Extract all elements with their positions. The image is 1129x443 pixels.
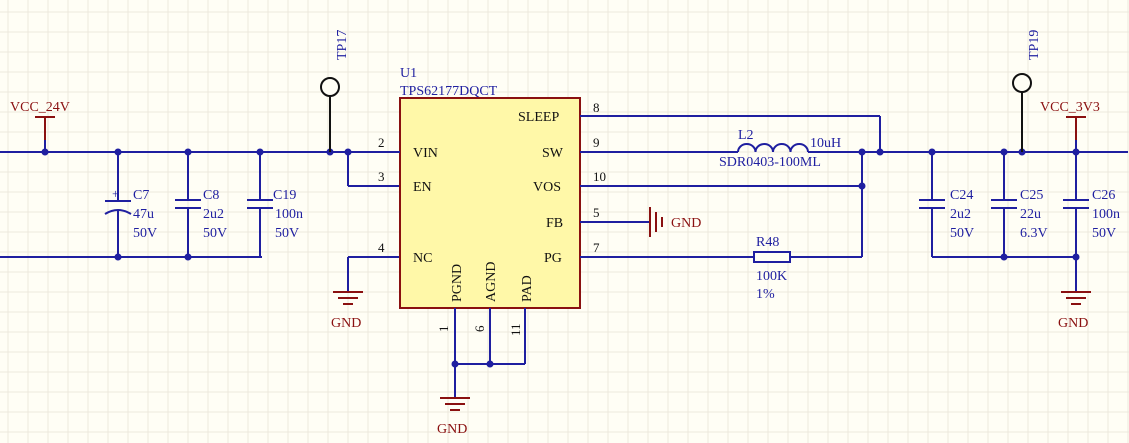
c26-ref: C26 [1092,188,1115,203]
inductor-l2[interactable]: L2 10uH SDR0403-100ML [719,128,841,170]
ic-part-number: TPS62177DQCT [400,84,498,99]
pin-5-num: 5 [593,205,600,220]
pin-3-num: 3 [378,169,385,184]
pin-nc-name: NC [413,251,432,266]
gnd-label-ic: GND [437,422,467,437]
tp17-label: TP17 [335,30,350,60]
pin-1-num: 1 [436,326,451,333]
ground-symbol-nc: GND [331,291,363,331]
c24-value: 2u2 [950,207,971,222]
resistor-r48[interactable]: R48 100K 1% [753,235,791,302]
output-wires [580,115,1128,292]
c7-rating: 50V [133,226,157,241]
c8-ref: C8 [203,188,219,203]
c24-ref: C24 [950,188,973,203]
l2-part: SDR0403-100ML [719,155,821,170]
l2-value: 10uH [810,136,841,151]
output-junctions [858,148,1080,261]
input-wires [0,140,400,292]
c7-ref: C7 [133,188,149,203]
c19-value: 100n [275,207,303,222]
capacitor-c8[interactable]: C8 2u2 50V [175,152,227,257]
pin-pg-name: PG [544,251,562,266]
pin-8-num: 8 [593,100,600,115]
pin-9-num: 9 [593,135,600,150]
output-power-port: VCC_3V3 [1040,100,1100,140]
pin-sw-name: SW [542,146,564,161]
tp19-label: TP19 [1027,30,1042,60]
pin-sleep-name: SLEEP [518,110,559,125]
pin-en-name: EN [413,180,432,195]
pin-7-num: 7 [593,240,600,255]
c26-rating: 50V [1092,226,1116,241]
pin-vos-name: VOS [533,180,561,195]
c25-ref: C25 [1020,188,1043,203]
c8-value: 2u2 [203,207,224,222]
c7-value: 47u [133,207,154,222]
pin-agnd-name: AGND [484,262,499,302]
pin-vin-name: VIN [413,146,438,161]
r48-value: 100K [756,269,787,284]
c19-rating: 50V [275,226,299,241]
pin-4-num: 4 [378,240,385,255]
ic-designator: U1 [400,66,417,81]
gnd-label-fb: GND [671,216,701,231]
pin-6-num: 6 [472,325,487,332]
pin-pad-name: PAD [520,275,535,302]
pin-2-num: 2 [378,135,385,150]
c24-rating: 50V [950,226,974,241]
pin-fb-name: FB [546,216,563,231]
gnd-label-nc: GND [331,316,361,331]
gnd-label-output: GND [1058,316,1088,331]
l2-ref: L2 [738,128,754,143]
vcc-24v-label: VCC_24V [10,100,70,115]
test-point-tp19[interactable]: TP19 [1012,30,1042,152]
pin-10-num: 10 [593,169,606,184]
ground-symbol-fb: GND [649,207,701,237]
capacitor-c7[interactable]: + C7 47u 50V [104,152,157,257]
ic-ground-wires: GND [437,308,526,437]
c8-rating: 50V [203,226,227,241]
ic-u1[interactable]: U1 TPS62177DQCT VIN 2 EN 3 NC 4 SLEEP 8 … [348,66,606,336]
pin-pgnd-name: PGND [450,264,465,302]
vcc-3v3-label: VCC_3V3 [1040,100,1100,115]
r48-ref: R48 [756,235,779,250]
c26-value: 100n [1092,207,1120,222]
capacitor-c25[interactable]: C25 22u 6.3V [991,152,1048,257]
c25-value: 22u [1020,207,1041,222]
c19-ref: C19 [273,188,296,203]
input-power-port: VCC_24V [10,100,70,140]
pin-11-num: 11 [508,323,523,336]
svg-text:+: + [112,186,119,201]
ground-symbol-output: GND [1058,291,1091,331]
test-point-tp17[interactable]: TP17 [320,30,350,152]
capacitor-c19[interactable]: C19 100n 50V [247,152,303,257]
capacitor-c24[interactable]: C24 2u2 50V [919,152,974,257]
r48-tolerance: 1% [756,287,775,302]
capacitor-c26[interactable]: C26 100n 50V [1063,152,1120,257]
c25-rating: 6.3V [1020,226,1048,241]
